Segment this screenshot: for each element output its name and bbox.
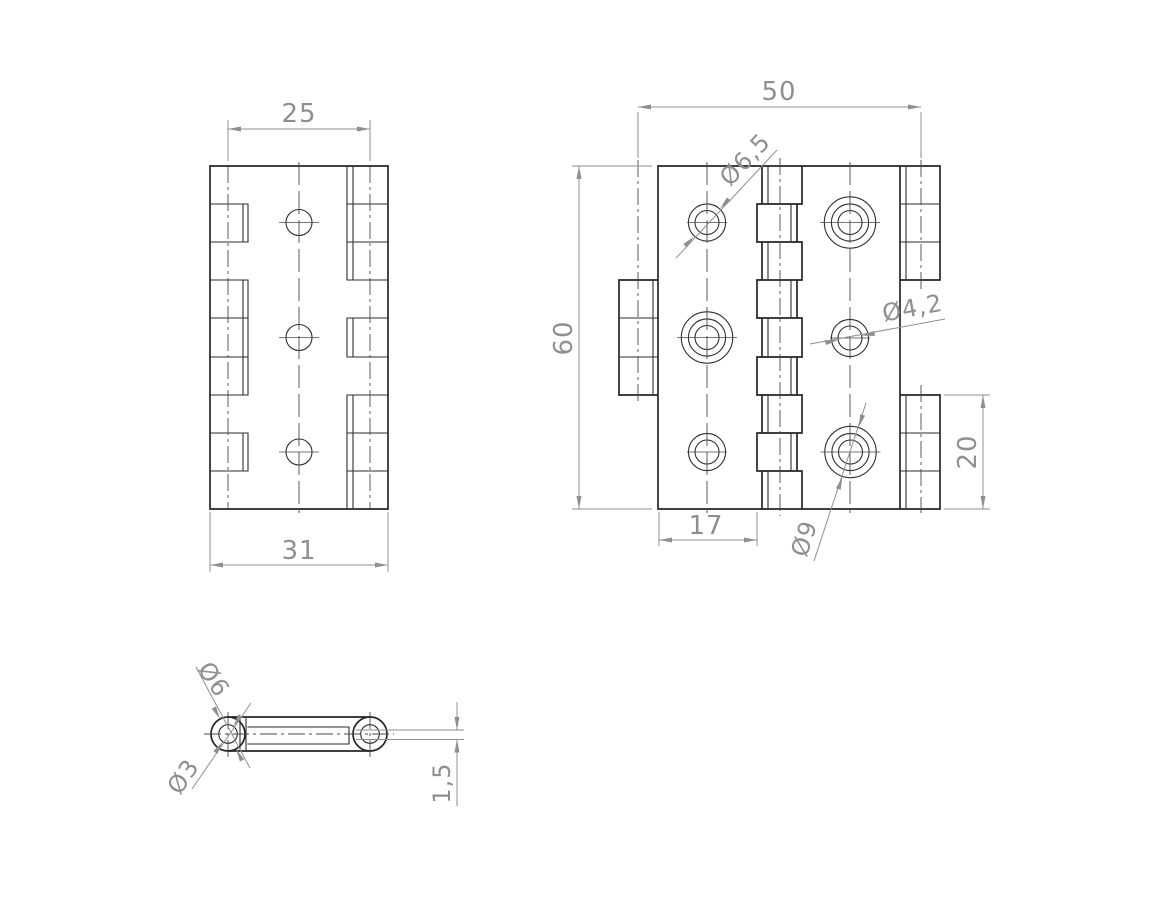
dim-15-label: 1,5 [428,762,456,803]
dim-50-label: 50 [761,77,796,107]
hinge-back-view: 25 31 [209,99,389,572]
arrowhead [233,714,243,727]
dim-knuckle-dia-6: Ø6 [192,657,251,769]
arrowhead [861,330,876,336]
arrowhead [454,717,460,730]
arrowhead [720,197,731,209]
dim-60-label: 60 [549,320,579,355]
arrowhead [835,476,843,490]
dim-hole-4-2: Ø4,2 [809,289,945,346]
arrowhead [858,414,866,428]
dim-front-height-60: 60 [549,165,652,510]
dim-17-label: 17 [688,511,723,541]
dim-dia6-label: Ø6 [192,657,235,703]
dim-front-row-20: 20 [944,394,990,510]
dim-dia3-label: Ø3 [162,754,205,800]
dim-thickness-1-5: 1,5 [356,702,464,806]
dim-front-width-50: 50 [637,77,922,158]
arrowhead [213,741,223,754]
arrowhead [576,166,582,179]
arrowhead [236,749,245,762]
arrowhead [908,104,921,110]
arrowhead [454,739,460,753]
arrowhead [375,562,388,568]
arrowhead [683,236,694,248]
arrowhead [638,104,651,110]
hinge-profile-view: Ø6 Ø3 1,5 [162,657,464,806]
arrowhead [744,537,757,543]
dim-31-label: 31 [281,536,316,566]
dim-front-leaf-17: 17 [658,511,758,546]
dim-dia65-label: Ø6,5 [714,128,776,192]
arrowhead [980,395,986,408]
dim-back-width-31: 31 [209,512,389,572]
arrowhead [357,126,370,132]
arrowhead [659,537,672,543]
arrowhead [210,562,223,568]
hinge-front-view: 50 60 20 17 Ø6,5 [549,77,990,562]
dim-dia9-label: Ø9 [785,517,823,560]
dim-back-width-25: 25 [227,99,371,161]
dim-25-label: 25 [281,99,316,129]
arrowhead [228,126,241,132]
dim-dia42-label: Ø4,2 [880,289,945,328]
dim-20-label: 20 [953,434,983,469]
arrowhead [576,496,582,509]
arrowhead [824,340,839,346]
arrowhead [980,496,986,509]
arrowhead [211,706,220,719]
